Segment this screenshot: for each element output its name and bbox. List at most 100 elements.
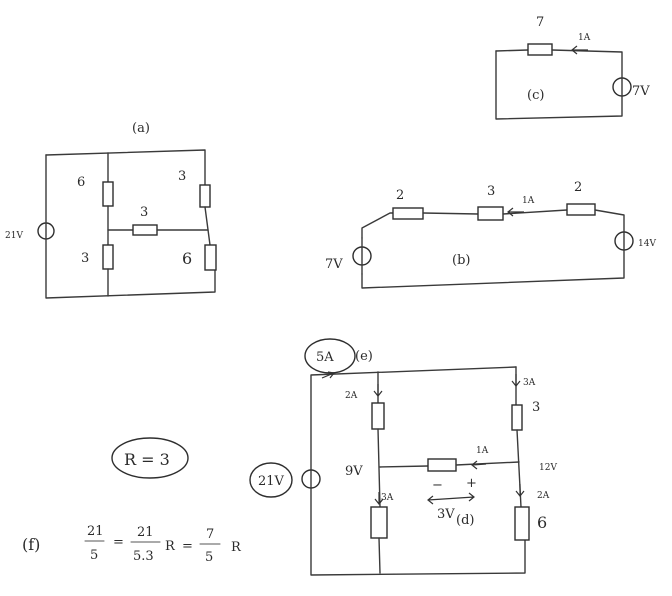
resistor-label: 3 — [140, 205, 148, 220]
wire — [551, 49, 623, 79]
equivalent-resistance: R = 3 — [111, 437, 189, 479]
resistor-label: 3 — [487, 184, 495, 199]
current-label: 2A — [537, 491, 550, 501]
polarity-minus: − — [432, 478, 443, 493]
resistor-2-right — [566, 203, 596, 216]
resistor-right-bottom — [514, 506, 530, 541]
resistor-right-top — [511, 404, 523, 431]
resistor-label: 3 — [532, 400, 540, 415]
resistor-2-left — [392, 207, 424, 220]
source-label: 14V — [638, 239, 656, 249]
circuit-c: (c) 7 1A 7V — [495, 15, 650, 120]
voltage-source-14v — [614, 231, 634, 251]
equivalent-label: R = 3 — [124, 450, 170, 469]
wire — [594, 209, 625, 233]
current-label: 3A — [381, 493, 394, 503]
current-arrow — [511, 374, 521, 387]
current-arrow — [515, 484, 525, 497]
fraction-numerator: 21 — [87, 524, 104, 539]
resistor-label: 6 — [77, 175, 85, 190]
voltage-label: 9V — [345, 464, 363, 479]
resistor-bottom-right — [204, 244, 217, 271]
resistor-label: 3 — [81, 251, 89, 266]
circuit-c-title: (c) — [527, 88, 544, 103]
circuit-e-title: (e) — [355, 349, 373, 364]
circuit-e: 5A (e) 21V 2A 9V 3A 3A 3 12V 2A 6 — [249, 338, 557, 576]
resistor-left-bottom — [370, 506, 388, 539]
wire — [361, 249, 625, 289]
circuit-d-title: (d) — [456, 513, 474, 528]
resistor-label: 3 — [178, 169, 186, 184]
resistor-top-left — [102, 181, 114, 207]
wire — [379, 465, 429, 468]
resistor-3 — [477, 206, 504, 221]
resistor-label: 6 — [537, 513, 547, 532]
circuit-a-title: (a) — [132, 121, 150, 136]
current-label: 1A — [522, 196, 535, 206]
wire — [45, 239, 216, 299]
voltage-source-7v — [352, 237, 372, 275]
wire — [310, 366, 517, 471]
fraction-numerator: 7 — [206, 527, 214, 542]
circuit-a: (a) 21V 6 3 3 6 3 — [5, 121, 217, 299]
voltage-source-21v — [37, 222, 55, 240]
variable-r: R — [231, 540, 242, 555]
wire — [361, 212, 394, 239]
wire — [377, 428, 381, 508]
resistor-label: 7 — [536, 15, 544, 30]
part-f: (f) 21 5 = 21 5.3 R = 7 5 R — [22, 524, 242, 565]
wire — [455, 461, 520, 466]
current-arrow — [374, 492, 384, 505]
fraction-numerator: 21 — [137, 525, 154, 540]
wire — [204, 206, 211, 246]
voltage-label: 12V — [539, 463, 557, 473]
total-current-circle — [304, 338, 356, 374]
current-arrow — [373, 384, 383, 397]
voltage-source-21v — [301, 469, 321, 489]
resistor-label: 2 — [574, 180, 582, 195]
wire — [495, 50, 623, 120]
current-label: 3A — [523, 378, 536, 388]
voltage-source-7v — [612, 77, 632, 97]
source-label: 21V — [5, 231, 23, 241]
voltage-double-arrow — [427, 492, 475, 505]
voltage-label: 3V — [437, 507, 455, 522]
resistor-label: 6 — [182, 249, 192, 268]
resistor-left-top — [371, 402, 385, 430]
wire — [310, 487, 526, 576]
resistor-7 — [527, 43, 553, 56]
resistor-bridge — [132, 224, 158, 236]
wire — [45, 149, 206, 186]
source-voltage-circle — [249, 462, 293, 498]
variable-r: R — [165, 539, 176, 554]
current-label: 2A — [345, 391, 358, 401]
fraction-denominator: 5 — [90, 548, 98, 563]
current-arrow — [471, 460, 487, 470]
wire — [502, 209, 568, 215]
resistor-top-right — [199, 184, 211, 208]
resistor-bridge — [427, 458, 457, 472]
polarity-plus: + — [466, 476, 477, 491]
current-arrow — [507, 207, 524, 217]
circuit-b: (b) 2 3 2 1A 7V 14V — [325, 180, 656, 289]
wire — [495, 49, 529, 52]
wire — [422, 212, 479, 215]
equals-sign: = — [182, 539, 193, 554]
wire — [378, 537, 381, 574]
fraction-denominator: 5 — [205, 550, 213, 565]
source-label: 21V — [258, 474, 285, 489]
part-f-tag: (f) — [22, 535, 40, 554]
equivalent-circle — [111, 437, 189, 479]
current-arrow — [321, 371, 336, 379]
current-arrow — [571, 45, 588, 55]
equals-sign: = — [113, 535, 124, 550]
resistor-bottom-left — [102, 244, 114, 270]
total-current-label: 5A — [316, 350, 334, 365]
current-label: 1A — [476, 446, 489, 456]
circuit-b-title: (b) — [452, 253, 470, 268]
current-label: 1A — [578, 33, 591, 43]
source-label: 7V — [325, 257, 343, 272]
source-label: 7V — [632, 84, 650, 99]
fraction-denominator: 5.3 — [133, 549, 154, 564]
